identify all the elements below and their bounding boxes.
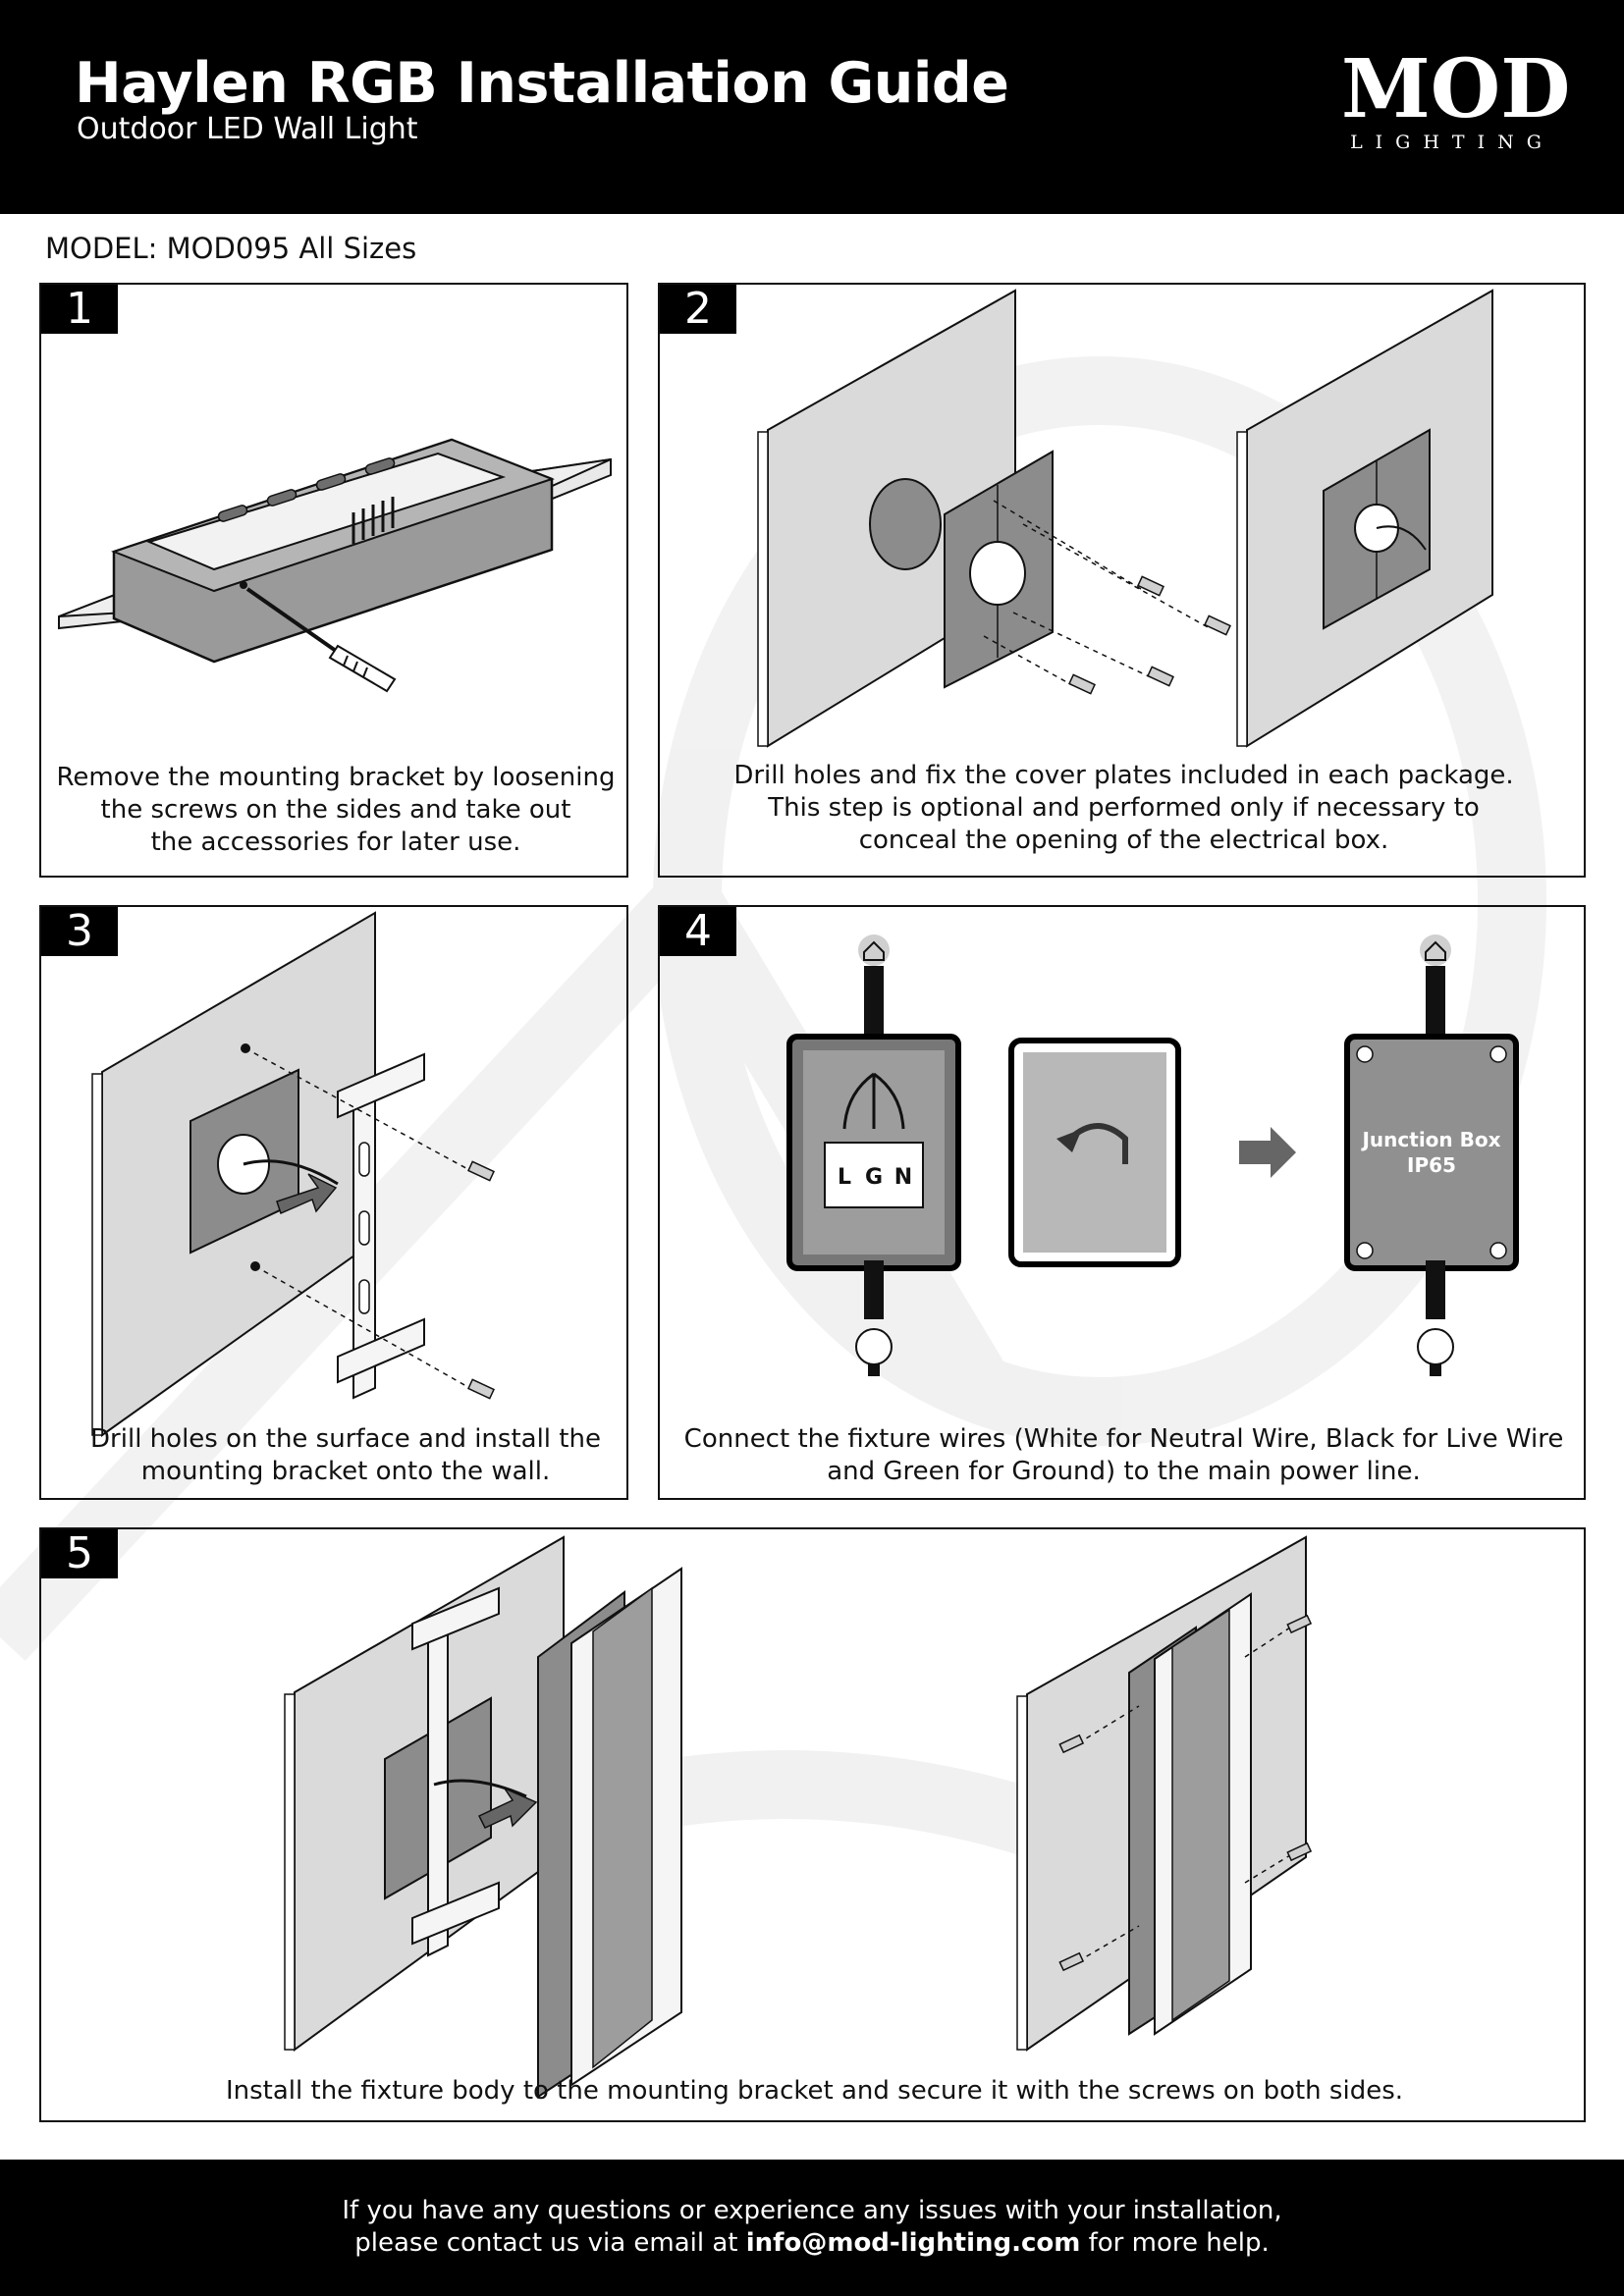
page-subtitle: Outdoor LED Wall Light: [77, 112, 418, 146]
step-3-caption: Drill holes on the surface and install t…: [90, 1424, 601, 1486]
page-title: Haylen RGB Installation Guide: [75, 51, 1009, 116]
step-2-number: 2: [660, 285, 736, 334]
terminal-label-n: N: [894, 1165, 912, 1190]
brand-logo: MOD: [1341, 42, 1571, 136]
step-2-panel: 2 Drill holes and fix the cover plates i…: [658, 283, 1586, 878]
step-4-panel: L G N Junction Box IP65 4 Connect the fi…: [658, 905, 1586, 1500]
arrow-right-icon: [1239, 1127, 1296, 1178]
house-icon: [858, 934, 890, 966]
step-4-illustration: L G N Junction Box IP65: [786, 934, 1519, 1376]
step-5-panel: 5 Install the fixture body to the mounti…: [39, 1527, 1586, 2122]
support-email-link[interactable]: info@mod-lighting.com: [745, 2228, 1081, 2258]
step-3-number: 3: [41, 907, 118, 956]
junction-box-label: Junction Box: [1360, 1128, 1500, 1151]
step-5-caption: Install the fixture body to the mounting…: [225, 2076, 1404, 2106]
terminal-label-l: L: [838, 1165, 851, 1190]
bulb-icon: [1417, 1328, 1454, 1365]
step-1-panel: 1 Remove the mounting bracket by looseni…: [39, 283, 628, 878]
rotate-arrow-icon: [1056, 1129, 1082, 1152]
model-label: MODEL: MOD095 All Sizes: [45, 232, 417, 265]
house-icon: [1420, 934, 1451, 966]
brand-logo-subtext: LIGHTING: [1350, 132, 1554, 153]
step-2-illustration: [757, 289, 1493, 748]
step-4-number: 4: [660, 907, 736, 956]
step-3-illustration: [91, 911, 495, 1437]
step-1-caption: Remove the mounting bracket by loosening…: [56, 763, 616, 857]
step-4-caption: Connect the fixture wires (White for Neu…: [683, 1424, 1564, 1486]
ip-rating-label: IP65: [1407, 1153, 1456, 1177]
footer-help-text: If you have any questions or experience …: [342, 2196, 1282, 2258]
step-2-caption: Drill holes and fix the cover plates inc…: [733, 761, 1514, 855]
header-bar: Haylen RGB Installation Guide Outdoor LE…: [0, 0, 1624, 214]
step-1-number: 1: [41, 285, 118, 334]
footer-bar: If you have any questions or experience …: [0, 2160, 1624, 2296]
step-5-illustration: [284, 1535, 1313, 2099]
bulb-icon: [855, 1328, 893, 1365]
step-5-number: 5: [41, 1529, 118, 1578]
step-1-illustration: [58, 438, 612, 693]
step-3-panel: 3 Drill holes on the surface and install…: [39, 905, 628, 1500]
terminal-label-g: G: [865, 1165, 883, 1190]
